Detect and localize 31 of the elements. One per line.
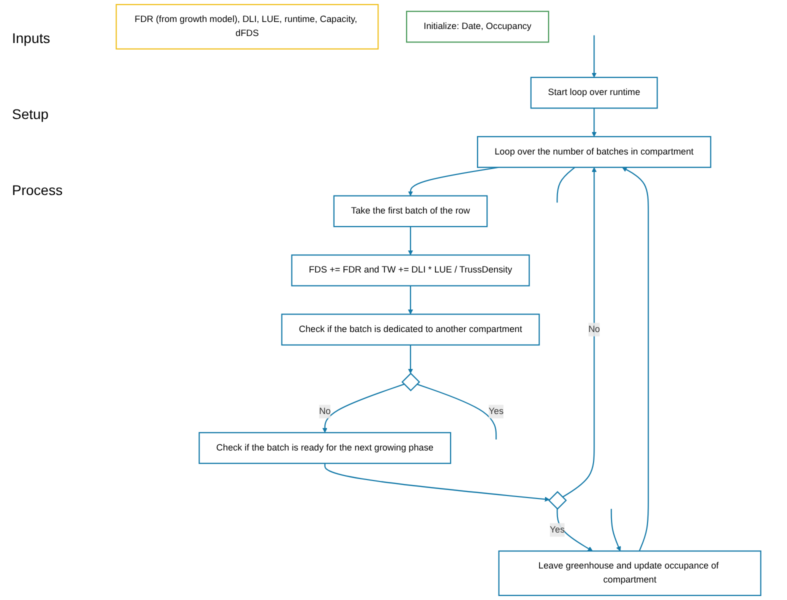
node-box: FDR (from growth model), DLI, LUE, runtime, Capacity, dFDS [116,4,379,50]
node-diamond [401,372,420,392]
arrow [556,508,593,552]
edge-label: No [319,406,331,416]
node-box: Loop over the number of batches in compartment [476,136,712,168]
arrow [592,108,597,137]
arrow [408,344,413,374]
row-label: Process [12,182,64,198]
row-label: Inputs [12,30,52,46]
arrow [408,226,413,256]
arrow [408,286,413,314]
connector [416,384,497,440]
arrow [592,35,597,78]
connector [556,166,576,203]
edge-label: Yes [550,524,565,535]
edge-label: No [588,324,600,334]
node-box: Start loop over runtime [530,76,658,109]
row-label: Setup [12,106,50,122]
node-box: Check if the batch is ready for the next growing phase [198,432,452,464]
node-box: Initialize: Date, Occupancy [406,10,550,43]
node-box: Check if the batch is dedicated to another compartment [281,314,540,346]
node-box: Take the first batch of the row [333,195,488,228]
node-box: FDS += FDR and TW += DLI * LUE / TrussDensity [291,254,530,286]
edge-label: Yes [488,406,504,416]
node-box: Leave greenhouse and update occupance of compartment [498,550,762,596]
arrow [622,167,649,552]
arrow [610,508,621,552]
arrow [324,463,550,502]
arrow [562,167,597,498]
node-diamond [548,491,567,510]
arrow [322,384,404,433]
